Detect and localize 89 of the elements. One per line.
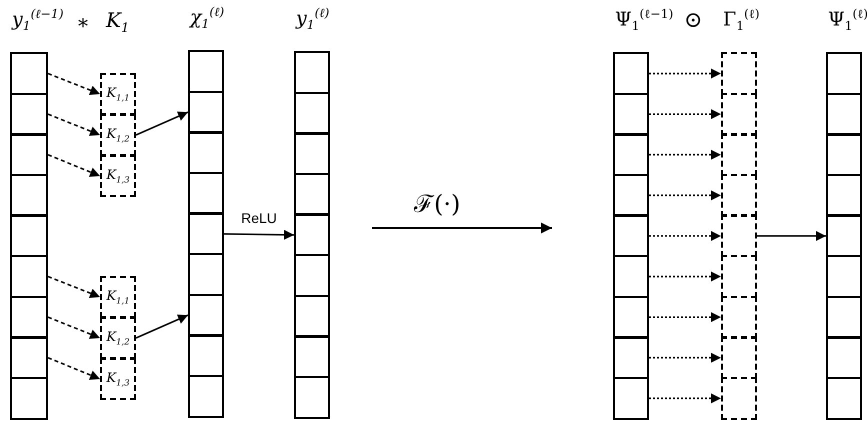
vector-cell bbox=[613, 255, 649, 298]
vector-cell bbox=[10, 52, 48, 96]
vector-cell bbox=[294, 51, 330, 94]
vector-cell bbox=[613, 52, 649, 96]
vector-cell bbox=[188, 253, 224, 296]
operator-symbol: * bbox=[78, 14, 88, 38]
vector-cell bbox=[188, 294, 224, 337]
vector-cell bbox=[826, 255, 862, 298]
vector-cell bbox=[10, 255, 48, 298]
vector-cell bbox=[188, 50, 224, 94]
arrow bbox=[649, 109, 721, 120]
vector-cell bbox=[188, 212, 224, 256]
kernel-label: K$_{1,2}$ bbox=[106, 330, 130, 346]
vector-cell bbox=[188, 131, 224, 174]
vector-cell bbox=[613, 92, 649, 136]
vector-cell bbox=[613, 174, 649, 217]
arrow bbox=[48, 276, 100, 298]
vector-cell bbox=[826, 296, 862, 339]
arrow bbox=[649, 150, 721, 160]
kernel-label: K$_{1,2}$ bbox=[106, 126, 130, 144]
vector-cell bbox=[10, 336, 48, 380]
gate-cell bbox=[721, 92, 757, 136]
vector-cell bbox=[294, 376, 330, 419]
arrow bbox=[224, 230, 294, 240]
vector-cell bbox=[294, 335, 330, 378]
arrow bbox=[48, 316, 100, 339]
vector-cell bbox=[294, 294, 330, 338]
vector-cell bbox=[613, 214, 649, 258]
kernel-label: K$_{1,3}$ bbox=[106, 370, 130, 388]
vector-cell bbox=[10, 376, 48, 420]
vector-cell bbox=[294, 254, 330, 298]
arrow bbox=[649, 272, 721, 282]
vector-cell bbox=[10, 92, 48, 136]
vector-cell bbox=[294, 132, 330, 176]
vector-cell bbox=[294, 92, 330, 135]
vector-cell bbox=[613, 376, 649, 420]
arrow bbox=[649, 68, 721, 79]
gate-cell bbox=[721, 214, 757, 258]
vector-cell bbox=[188, 90, 224, 134]
gate-cell bbox=[721, 133, 757, 176]
arrow bbox=[136, 111, 188, 136]
arrow bbox=[136, 314, 188, 339]
vector-cell bbox=[826, 214, 862, 258]
arrow bbox=[649, 352, 721, 363]
arrow bbox=[649, 312, 721, 322]
vector-cell bbox=[294, 213, 330, 256]
arrow bbox=[48, 357, 100, 380]
vector-cell bbox=[826, 92, 862, 136]
vector-cell bbox=[188, 172, 224, 215]
kernel-weight-box bbox=[100, 358, 136, 400]
gate-cell bbox=[721, 336, 757, 380]
arrow bbox=[48, 72, 100, 95]
arrow bbox=[757, 230, 826, 241]
vector-cell bbox=[613, 133, 649, 176]
gate-cell bbox=[721, 52, 757, 96]
operator-label: ℱ(·) bbox=[414, 189, 460, 219]
arrow bbox=[649, 393, 721, 404]
kernel-weight-box bbox=[100, 317, 136, 359]
kernel-label: K$_{1,1}$ bbox=[106, 288, 130, 306]
vector-cell bbox=[826, 52, 862, 96]
vector-cell bbox=[826, 336, 862, 380]
kernel-label: K$_{1,3}$ bbox=[106, 168, 130, 184]
kernel-weight-box bbox=[100, 73, 136, 115]
kernel-weight-box bbox=[100, 155, 136, 197]
vector-cell bbox=[188, 374, 224, 418]
kernel-weight-box bbox=[100, 276, 136, 318]
arrow bbox=[48, 154, 100, 177]
kernel-label: K$_{1,1}$ bbox=[106, 86, 130, 102]
vector-cell bbox=[294, 172, 330, 216]
operator-symbol: ⊙ bbox=[684, 8, 702, 33]
gate-cell bbox=[721, 174, 757, 217]
arrow bbox=[649, 190, 721, 200]
arrow bbox=[48, 113, 100, 136]
vector-cell bbox=[10, 133, 48, 176]
kernel-weight-box bbox=[100, 114, 136, 156]
vector-cell bbox=[613, 296, 649, 339]
vector-cell bbox=[826, 174, 862, 217]
arrow bbox=[649, 230, 721, 241]
gate-cell bbox=[721, 376, 757, 420]
vector-cell bbox=[10, 214, 48, 258]
gate-cell bbox=[721, 255, 757, 298]
operator-symbol: K$_{1}$ bbox=[106, 8, 130, 36]
gate-cell bbox=[721, 296, 757, 339]
vector-cell bbox=[10, 296, 48, 339]
vector-cell bbox=[188, 334, 224, 378]
vector-cell bbox=[826, 133, 862, 176]
vector-cell bbox=[826, 376, 862, 420]
vector-cell bbox=[10, 174, 48, 217]
vector-cell bbox=[613, 336, 649, 380]
